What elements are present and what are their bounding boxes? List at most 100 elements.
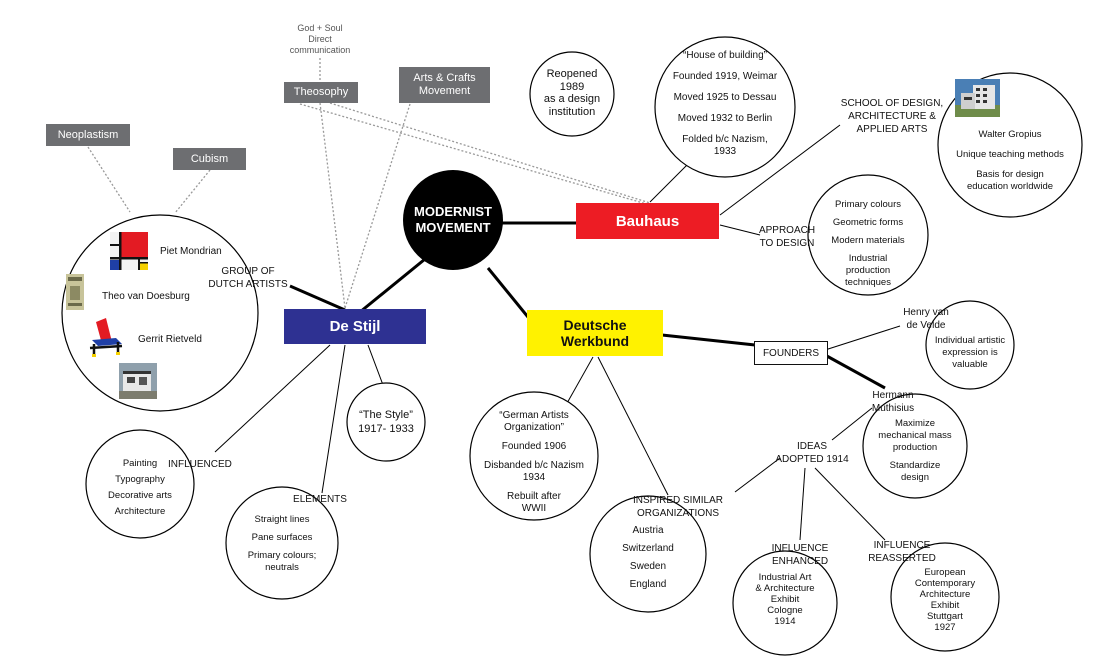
- country-3: Sweden: [629, 561, 667, 572]
- henry-note-1: Individual artistic: [934, 335, 1006, 346]
- neoplastism-box: Neoplastism: [46, 124, 130, 146]
- influenced-item-2: Typography: [115, 474, 165, 485]
- elements-items: Straight lines Pane surfaces Primary col…: [232, 514, 332, 574]
- circle-henry-note: [925, 300, 1015, 390]
- hermann-note: Maximize mechanical mass production Stan…: [870, 418, 960, 484]
- org-text: “German Artists Organization” Founded 19…: [474, 410, 594, 515]
- connector-founders-henry: [824, 325, 901, 351]
- circle-style: [346, 382, 426, 462]
- country-2: Switzerland: [622, 543, 674, 554]
- hermann-2: Muthisius: [871, 403, 915, 414]
- elements-label: ELEMENTS: [293, 494, 347, 505]
- connector-center-destijl: [359, 253, 431, 314]
- enhanced-item-1: Industrial Art: [758, 572, 812, 583]
- arts-crafts-line1: Arts & Crafts: [413, 72, 476, 84]
- dotted-neoplastism: [87, 146, 131, 213]
- enhanced-item-5: 1914: [774, 616, 796, 627]
- elements-item-4: neutrals: [265, 562, 299, 573]
- elements-item-2: Pane surfaces: [251, 532, 313, 543]
- reasserted-label-1: INFLUENCE: [873, 540, 931, 551]
- dotted-theosophy-destijl: [319, 102, 346, 309]
- circle-elements: [225, 486, 339, 600]
- dotted-artscrafts-bauhaus: [299, 103, 651, 206]
- circle-bauhaus-facts: [654, 36, 796, 178]
- school-item-3: Basis for design: [976, 169, 1044, 180]
- circle-reasserted: [890, 542, 1000, 652]
- connector-destijl-elements: [321, 344, 346, 494]
- circle-hermann-note: [862, 393, 968, 499]
- center-title-line1: MODERNIST: [414, 204, 492, 219]
- founders-label: FOUNDERS: [762, 347, 820, 359]
- founders-box: FOUNDERS: [754, 341, 828, 365]
- connector-destijl-group: [289, 284, 346, 312]
- org-3: Founded 1906: [501, 441, 567, 452]
- approach-item-4: Industrial: [848, 253, 888, 264]
- inspired-label-1: INSPIRED SIMILAR: [632, 495, 724, 506]
- ideas-label: IDEAS ADOPTED 1914: [762, 440, 862, 466]
- reasserted-item-1: European: [924, 567, 966, 578]
- style-text: “The Style” 1917- 1933: [350, 408, 422, 436]
- connector-founders-hermann: [824, 353, 886, 390]
- circle-countries: [589, 495, 707, 613]
- circle-influenced: [85, 429, 195, 539]
- inspired-label-2: ORGANIZATIONS: [636, 508, 720, 519]
- group-label: GROUP OF DUTCH ARTISTS: [203, 265, 293, 291]
- connector-center-werkbund: [486, 267, 534, 323]
- org-2: Organization”: [503, 422, 565, 433]
- enhanced-item-2: & Architecture: [755, 583, 815, 594]
- werkbund-title-line1: Deutsche: [563, 317, 627, 333]
- bauhaus-fact-1: “House of building”: [683, 50, 767, 61]
- org-5: 1934: [522, 472, 546, 483]
- approach-label: APPROACH TO DESIGN: [752, 224, 822, 250]
- org-7: WWII: [521, 503, 547, 514]
- influenced-items: Painting Typography Decorative arts Arch…: [95, 458, 185, 518]
- dotted-cubism: [174, 169, 211, 214]
- reopened-text: Reopened 1989 as a design institution: [532, 68, 612, 118]
- approach-item-2: Geometric forms: [832, 217, 904, 228]
- country-4: England: [629, 579, 667, 590]
- rietveld-chair: [89, 318, 123, 357]
- bauhaus-fact-2: Founded 1919, Weimar: [672, 71, 778, 82]
- enhanced-label: INFLUENCE ENHANCED: [760, 542, 840, 568]
- theosophy-note-3: communication: [289, 45, 351, 55]
- approach-items: Primary colours Geometric forms Modern m…: [818, 199, 918, 289]
- style-2: 1917- 1933: [358, 423, 414, 435]
- hermann-note-3: production: [892, 442, 938, 453]
- bauhaus-title: Bauhaus: [576, 203, 719, 239]
- hermann-note-4: Standardize: [889, 460, 941, 471]
- connector-ideas-inspired: [734, 457, 781, 493]
- influenced-item-4: Architecture: [114, 506, 166, 517]
- circle-approach: [807, 174, 929, 296]
- school-item-4: education worldwide: [966, 181, 1054, 192]
- school-label: SCHOOL OF DESIGN, ARCHITECTURE & APPLIED…: [832, 97, 952, 136]
- enhanced-label-2: ENHANCED: [771, 556, 829, 567]
- connector-bauhaus-school: [719, 124, 841, 216]
- elements-item-1: Straight lines: [254, 514, 310, 525]
- connector-werkbund-org: [565, 356, 594, 406]
- reopened-4: institution: [548, 105, 596, 118]
- ideas-1: IDEAS: [796, 441, 827, 452]
- bauhaus-building-photo: [955, 79, 1000, 117]
- arts-crafts-line2: Movement: [418, 85, 471, 97]
- reasserted-item-4: Exhibit: [930, 600, 960, 611]
- enhanced-item-4: Cologne: [767, 605, 803, 616]
- hermann-1: Hermann: [872, 390, 914, 401]
- school-items: Walter Gropius Unique teaching methods B…: [940, 129, 1080, 193]
- elements-item-3: Primary colours;: [247, 550, 317, 561]
- org-6: Rebuilt after: [507, 491, 561, 502]
- approach-item-1: Primary colours: [835, 199, 901, 210]
- destijl-title-text: De Stijl: [329, 318, 381, 335]
- hermann-note-2: mechanical mass: [878, 430, 952, 441]
- reasserted-item-6: 1927: [934, 622, 956, 633]
- approach-item-6: techniques: [845, 277, 891, 288]
- bauhaus-fact-4: Moved 1932 to Berlin: [677, 113, 773, 124]
- influenced-item-3: Decorative arts: [108, 490, 172, 501]
- henry-1: Henry van: [903, 307, 949, 318]
- approach-label-1: APPROACH: [758, 225, 816, 236]
- reopened-3: as a design: [543, 93, 601, 105]
- reasserted-item-3: Architecture: [919, 589, 971, 600]
- countries: Austria Switzerland Sweden England: [608, 525, 688, 591]
- school-label-2: ARCHITECTURE &: [848, 111, 936, 122]
